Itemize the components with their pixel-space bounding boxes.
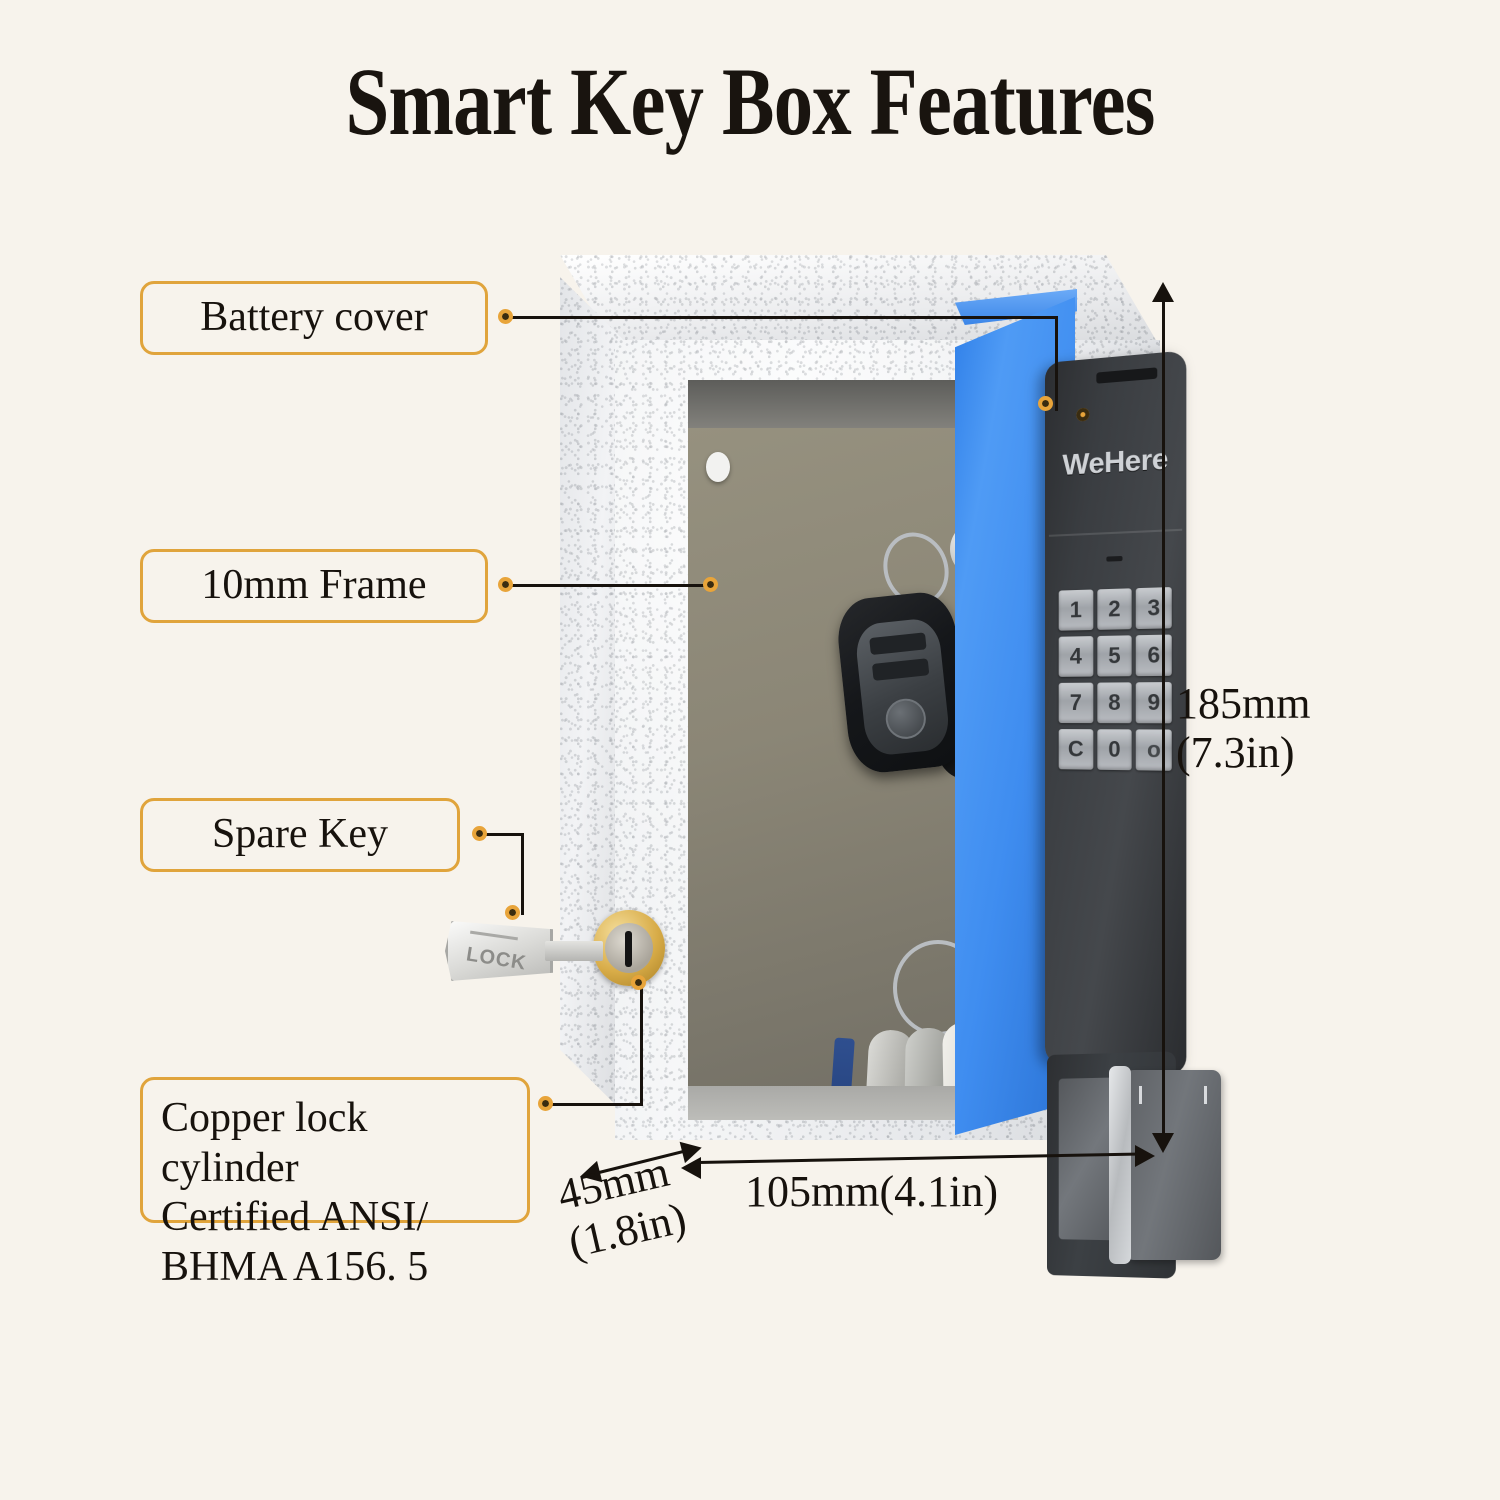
handle-tick: [1139, 1086, 1142, 1104]
leader-line-frame: [508, 584, 713, 587]
battery-cover-slot[interactable]: [1096, 367, 1158, 384]
keypad-key[interactable]: 7: [1058, 682, 1093, 724]
dimension-arrow-left: [681, 1157, 701, 1179]
keypad-key[interactable]: 4: [1058, 636, 1093, 677]
callout-spare-key[interactable]: Spare Key: [140, 798, 460, 872]
dimension-depth-label: 45mm (1.8in): [553, 1146, 691, 1268]
spare-key-notch: [470, 930, 518, 941]
keypad-key[interactable]: 8: [1096, 682, 1132, 724]
keypad-grid[interactable]: 1 2 3 4 5 6 7 8 9 C 0 o: [1058, 587, 1172, 771]
leader-line-spare-key-drop: [521, 833, 524, 915]
keypad-key[interactable]: 2: [1096, 588, 1132, 630]
cylinder-plug: [605, 923, 653, 973]
status-led-icon: [1076, 407, 1090, 422]
callout-copper-lock-label: Copper lock cylinder Certified ANSI/ BHM…: [161, 1095, 429, 1290]
leader-dot-spare-key-target: [505, 905, 520, 920]
keypad-panel[interactable]: WeHere 1 2 3 4 5 6 7 8 9 C 0 o: [1045, 350, 1187, 1076]
interior-hook: [706, 452, 730, 482]
leader-dot-battery-cover-target: [1038, 396, 1053, 411]
leader-line-battery-cover-drop: [1055, 316, 1058, 411]
callout-spare-key-label: Spare Key: [211, 811, 389, 858]
leader-dot-copper-lock-target: [631, 975, 646, 990]
keypad-key[interactable]: 6: [1136, 634, 1172, 677]
leader-dot-battery-cover: [498, 309, 513, 324]
callout-frame-label: 10mm Frame: [201, 562, 427, 609]
fob-button: [869, 632, 927, 656]
panel-mic: [1106, 555, 1123, 562]
page-title: Smart Key Box Features: [345, 48, 1155, 155]
copper-lock-cylinder[interactable]: [593, 910, 665, 986]
keypad-key[interactable]: 1: [1058, 589, 1093, 631]
handle-grip-bar[interactable]: [1109, 1066, 1131, 1264]
keypad-key-enter[interactable]: o: [1136, 729, 1172, 771]
callout-frame[interactable]: 10mm Frame: [140, 549, 488, 623]
spare-key-blade: [545, 941, 603, 961]
callout-battery-cover-label: Battery cover: [200, 294, 428, 341]
leader-line-battery-cover: [508, 316, 1058, 319]
dimension-line-height: [1162, 300, 1165, 1135]
callout-battery-cover[interactable]: Battery cover: [140, 281, 488, 355]
leader-line-spare-key: [482, 833, 524, 836]
keypad-key[interactable]: 9: [1136, 682, 1172, 724]
leader-dot-copper-lock: [538, 1096, 553, 1111]
fob-button: [871, 658, 930, 681]
dimension-width-label: 105mm(4.1in): [745, 1167, 998, 1216]
leader-dot-frame: [498, 577, 513, 592]
car-key-fob: [834, 589, 970, 776]
fob-logo: [883, 696, 928, 741]
dimension-height-label: 185mm (7.3in): [1176, 679, 1311, 778]
callout-copper-lock[interactable]: Copper lock cylinder Certified ANSI/ BHM…: [140, 1077, 530, 1290]
handle-tick: [1204, 1086, 1207, 1104]
dimension-arrow-down: [1152, 1133, 1174, 1153]
keypad-key[interactable]: 5: [1096, 635, 1132, 677]
key-box-illustration: WeHere 1 2 3 4 5 6 7 8 9 C 0 o: [445, 255, 1221, 1279]
keypad-key[interactable]: 3: [1136, 587, 1172, 630]
dimension-arrow-up: [1152, 282, 1174, 302]
spare-key: LOCK: [445, 915, 605, 987]
leader-dot-spare-key: [472, 826, 487, 841]
spare-key-bow: LOCK: [445, 921, 553, 981]
key-slot: [625, 931, 632, 967]
leader-dot-frame-target: [703, 577, 718, 592]
spare-key-engraving: LOCK: [464, 943, 529, 975]
keypad-key-clear[interactable]: C: [1058, 729, 1093, 770]
leader-line-copper-lock: [548, 1103, 643, 1106]
brand-label: WeHere: [1062, 442, 1168, 482]
fob-inset-panel: [853, 616, 952, 758]
dimension-arrow-right: [1135, 1145, 1155, 1167]
leader-line-copper-lock-rise: [640, 983, 643, 1105]
keypad-key[interactable]: 0: [1096, 729, 1132, 771]
